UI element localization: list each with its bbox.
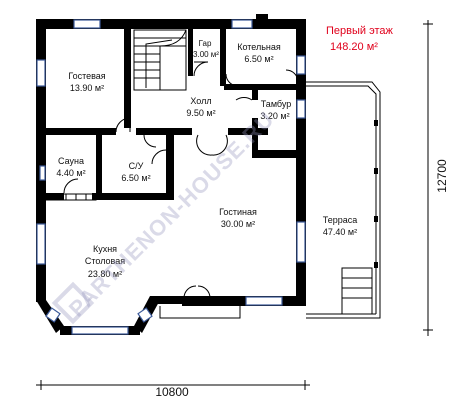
room-name-gostevaya: Гостевая <box>68 71 105 81</box>
room-name-gar: Гар <box>199 39 212 48</box>
room-name-tambur: Тамбур <box>261 99 292 109</box>
room-labels: Гостевая 13.90 м² Гар 3.00 м² Котельная … <box>56 39 357 279</box>
doors <box>63 61 299 299</box>
dimension-lines <box>36 20 433 390</box>
room-name-sauna: Сауна <box>58 156 84 166</box>
terrace-outline <box>159 81 381 319</box>
dimension-width: 10800 <box>155 385 189 399</box>
room-name-terrasa: Терраса <box>323 215 358 225</box>
room-name-gostinaya: Гостиная <box>219 207 257 217</box>
room-area-terrasa: 47.40 м² <box>323 227 357 237</box>
windows <box>36 19 306 335</box>
sauna-bench <box>45 193 97 201</box>
watermark-logo <box>51 281 95 325</box>
room-area-holl: 9.50 м² <box>186 108 215 118</box>
room-name-kuhnya: Кухня <box>93 244 117 254</box>
room-name-stolovaya: Столовая <box>85 256 125 266</box>
room-area-kotelnaya: 6.50 м² <box>244 54 273 64</box>
room-area-kuhnya: 23.80 м² <box>88 269 122 279</box>
room-name-su: С/У <box>129 161 144 171</box>
room-area-sauna: 4.40 м² <box>56 168 85 178</box>
terrace-posts <box>374 120 378 268</box>
dimension-height: 12700 <box>435 159 449 193</box>
room-area-gar: 3.00 м² <box>193 50 219 59</box>
floor-total-area: 148.20 м² <box>330 41 378 53</box>
room-area-tambur: 3.20 м² <box>260 111 289 121</box>
stair <box>133 29 187 91</box>
floor-title: Первый этаж <box>326 25 393 37</box>
room-area-su: 6.50 м² <box>121 173 150 183</box>
room-name-holl: Холл <box>190 96 211 106</box>
room-area-gostinaya: 30.00 м² <box>221 219 255 229</box>
room-area-gostevaya: 13.90 м² <box>70 83 104 93</box>
interior-walls <box>36 28 298 200</box>
room-name-kotelnaya: Котельная <box>237 42 281 52</box>
